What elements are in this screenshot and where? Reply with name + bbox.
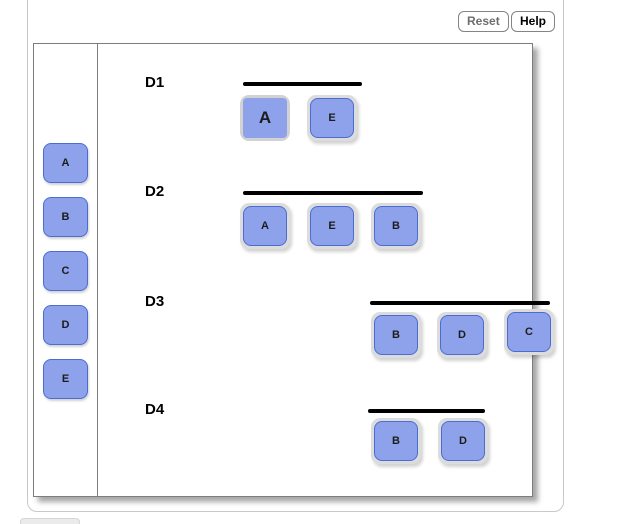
palette-tile-e[interactable]: E [43, 359, 88, 399]
row-line-d3 [370, 301, 550, 305]
placed-tile-d2-b[interactable]: B [371, 203, 421, 249]
row-label-d1: D1 [145, 74, 165, 91]
palette-tile-c[interactable]: C [43, 251, 88, 291]
tile-face: B [374, 315, 418, 355]
row-line-d2 [243, 191, 423, 195]
tile-face: E [310, 206, 354, 246]
tile-face: B [374, 421, 418, 461]
partial-bottom-button[interactable] [20, 518, 80, 524]
placed-tile-d1-a[interactable]: A [240, 95, 290, 141]
palette-tile-a[interactable]: A [43, 143, 88, 183]
row-label-d3: D3 [145, 293, 165, 310]
tile-face: A [243, 206, 287, 246]
placed-tile-d3-c[interactable]: C [504, 309, 554, 355]
tile-face: C [507, 312, 551, 352]
placed-tile-d4-b[interactable]: B [371, 418, 421, 464]
tile-face: A [243, 98, 287, 138]
tile-face: D [441, 421, 485, 461]
tile-face: E [310, 98, 354, 138]
palette-tile-b[interactable]: B [43, 197, 88, 237]
palette-tile-d[interactable]: D [43, 305, 88, 345]
row-line-d4 [368, 409, 485, 413]
placed-tile-d2-e[interactable]: E [307, 203, 357, 249]
reset-button[interactable]: Reset [458, 11, 509, 32]
placed-tile-d3-d[interactable]: D [437, 312, 487, 358]
placed-tile-d4-d[interactable]: D [438, 418, 488, 464]
placed-tile-d3-b[interactable]: B [371, 312, 421, 358]
row-line-d1 [243, 82, 362, 86]
help-button[interactable]: Help [511, 11, 556, 32]
tile-face: D [440, 315, 484, 355]
placed-tile-d2-a[interactable]: A [240, 203, 290, 249]
tile-face: B [374, 206, 418, 246]
placed-tile-d1-e[interactable]: E [307, 95, 357, 141]
row-label-d2: D2 [145, 183, 165, 200]
row-label-d4: D4 [145, 401, 165, 418]
